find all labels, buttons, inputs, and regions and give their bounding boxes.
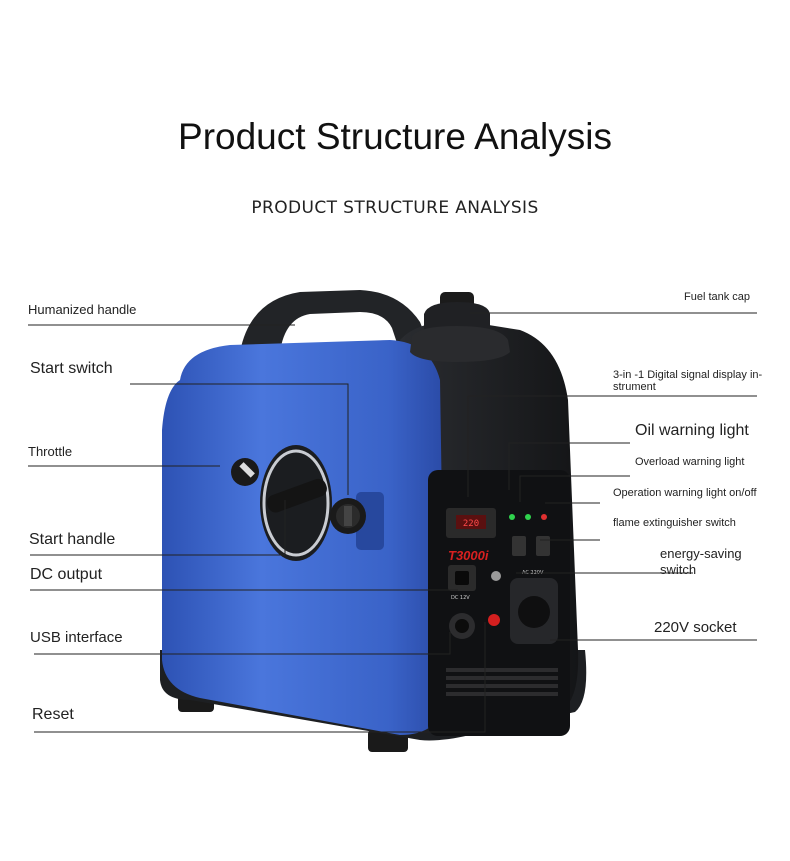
dc-mark: DC 12V [451,595,470,601]
leader-lines [28,312,757,733]
model-text: T3000i [448,548,489,563]
label-overload-warning: Overload warning light [635,456,745,468]
label-throttle: Throttle [28,444,73,459]
label-reset: Reset [32,706,74,723]
start-switch-knob [330,492,384,550]
label-operation-warning: Operation warning light on/off [613,487,757,499]
label-fuel-tank-cap: Fuel tank cap [684,291,751,303]
handle [240,290,432,352]
label-flame-switch: flame extinguisher switch [613,517,736,529]
throttle-knob [231,458,259,486]
label-220v-socket: 220V socket [654,619,737,636]
label-energy-saving: energy-saving switch [660,546,742,577]
page-subtitle: PRODUCT STRUCTURE ANALYSIS [251,198,539,218]
label-usb-interface: USB interface [30,629,123,646]
display-readout: 220 [463,519,479,529]
label-oil-warning: Oil warning light [635,422,749,439]
label-dc-output: DC output [30,566,103,583]
control-panel [428,470,570,736]
label-start-handle: Start handle [29,531,116,548]
page-title: Product Structure Analysis [178,116,612,157]
label-digital-display: 3-in -1 Digital signal display in-strume… [613,369,763,393]
pull-start-housing [260,445,332,561]
label-start-switch: Start switch [30,360,113,377]
label-humanized-handle: Humanized handle [28,302,137,317]
